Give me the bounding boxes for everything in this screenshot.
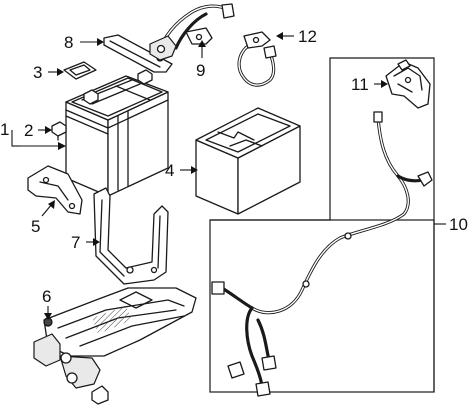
- callout-10: 10: [449, 215, 468, 234]
- part-10-group-box: [209, 219, 435, 393]
- callout-12: 12: [298, 27, 317, 46]
- callout-8: 8: [64, 33, 73, 52]
- part-1-battery[interactable]: [65, 69, 169, 197]
- part-11-fuse-block[interactable]: [385, 59, 431, 109]
- callout-4: 4: [165, 161, 174, 180]
- part-6-base-tray[interactable]: [33, 287, 197, 405]
- callout-3: 3: [33, 63, 42, 82]
- callout-1: 1: [0, 120, 9, 139]
- callout-6: 6: [42, 287, 51, 306]
- callout-2: 2: [24, 121, 33, 140]
- part-4-battery-box[interactable]: [195, 107, 301, 215]
- part-3-cover-pad[interactable]: [63, 61, 97, 80]
- part-2-bolt[interactable]: [51, 121, 67, 141]
- part-10-wiring-harness[interactable]: [211, 111, 433, 397]
- part-12-negative-cable[interactable]: [237, 31, 277, 87]
- callout-7: 7: [71, 233, 80, 252]
- part-7-support-bracket[interactable]: [93, 187, 169, 285]
- part-5-bracket[interactable]: [27, 165, 83, 215]
- callout-9: 9: [196, 61, 205, 80]
- part-9-positive-cable[interactable]: [149, 3, 235, 61]
- callout-5: 5: [31, 217, 40, 236]
- part-10-group-box-upper: [210, 57, 435, 392]
- leader-lines: [11, 32, 446, 320]
- callout-11: 11: [351, 75, 369, 94]
